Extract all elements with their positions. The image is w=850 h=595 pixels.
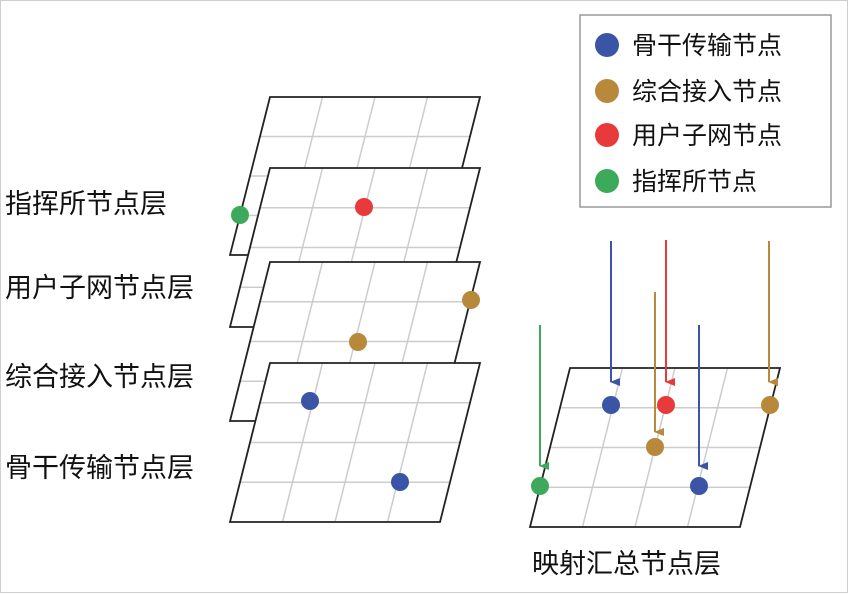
access-layer-label: 综合接入节点层 <box>5 362 194 393</box>
node-mapped-backbone-1 <box>602 396 620 414</box>
node-user-layer <box>355 198 373 216</box>
plane-border <box>528 367 782 528</box>
grid-line <box>386 362 429 523</box>
node-mapped-user <box>657 396 675 414</box>
node-mapped-backbone-2 <box>690 477 708 495</box>
user-layer-label: 用户子网节点层 <box>5 273 194 304</box>
node-backbone-layer-1 <box>301 392 319 410</box>
legend-swatch-user <box>595 123 619 147</box>
plane-backbone <box>228 362 482 523</box>
plane-border <box>228 362 482 523</box>
legend-box <box>579 14 832 208</box>
mapped-layer-label: 映射汇总节点层 <box>532 549 721 580</box>
node-mapped-access-2 <box>646 438 664 456</box>
command-layer-label: 指挥所节点层 <box>5 189 167 220</box>
nodes <box>231 198 779 495</box>
legend-swatch-backbone <box>595 33 619 57</box>
legend-label-backbone: 骨干传输节点 <box>632 31 782 60</box>
grid-line <box>686 367 729 528</box>
node-command-layer <box>231 206 249 224</box>
node-access-layer-1 <box>462 291 480 309</box>
legend: 骨干传输节点 综合接入节点 用户子网节点 指挥所节点 <box>579 14 832 208</box>
node-backbone-layer-2 <box>391 473 409 491</box>
legend-swatch-access <box>595 79 619 103</box>
node-mapped-access-1 <box>761 396 779 414</box>
projection-arrows <box>539 240 778 470</box>
legend-label-user: 用户子网节点 <box>632 121 782 150</box>
backbone-layer-label: 骨干传输节点层 <box>5 453 194 484</box>
node-mapped-command <box>531 477 549 495</box>
node-access-layer-2 <box>349 333 367 351</box>
legend-swatch-command <box>595 169 619 193</box>
legend-label-access: 综合接入节点 <box>632 77 782 106</box>
legend-label-command: 指挥所节点 <box>632 167 757 196</box>
